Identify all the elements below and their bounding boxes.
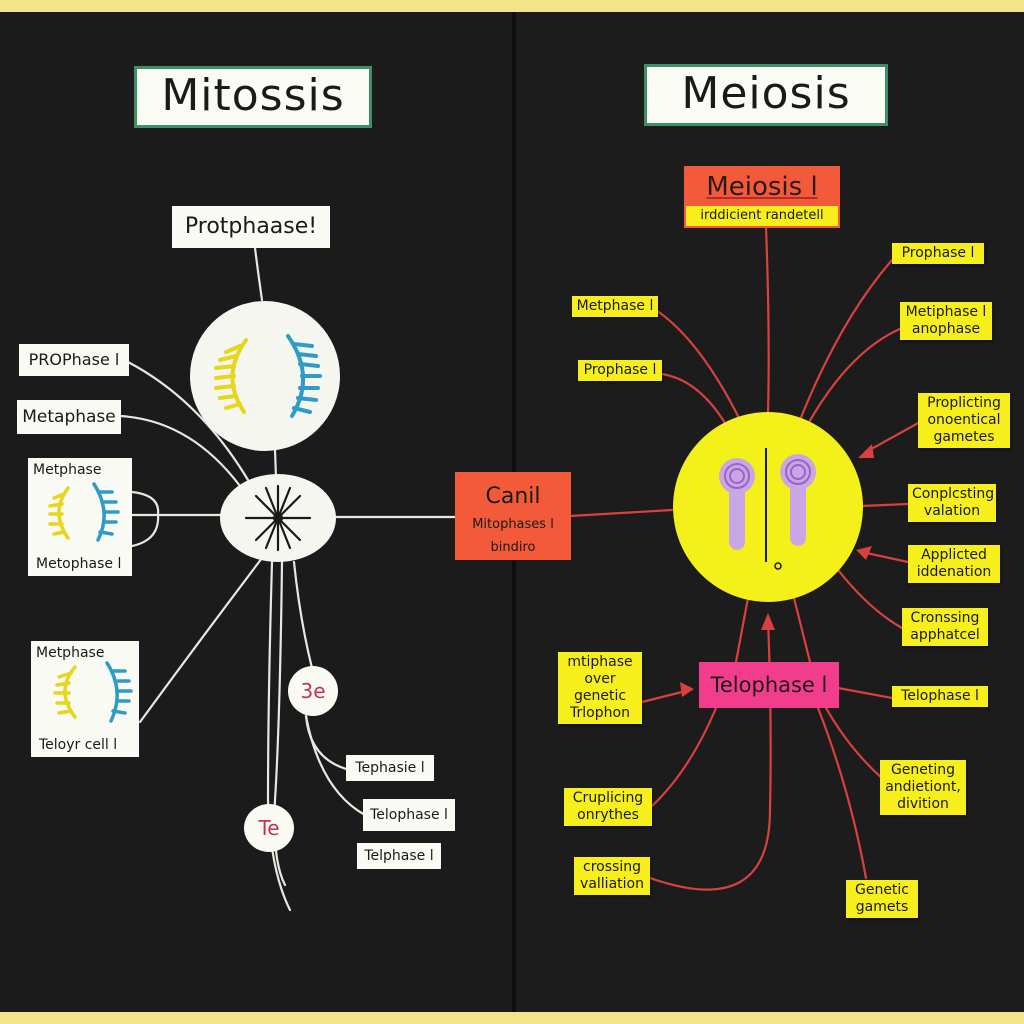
- mitosis-telophase-label: Telophase l: [363, 799, 455, 831]
- mitosis-card-telophase: Metphase Teloyr cell l: [31, 641, 139, 757]
- left-chromatid-icon: [719, 458, 755, 550]
- connector-metaphase-label: [118, 414, 242, 488]
- mitosis-prophase-label: PROPhase l: [19, 344, 129, 376]
- connector-cell-to-aster: [273, 448, 278, 480]
- blue-chromosome-icon: [286, 334, 322, 418]
- connector-prophase-r1: [798, 258, 894, 422]
- center-line-1: Mitophases l: [472, 517, 554, 532]
- mitosis-tephasie-label: Tephasie l: [346, 755, 434, 781]
- connector-bottom-long2: [273, 560, 287, 887]
- connector-top: [253, 246, 264, 302]
- note-prophase-l: Prophase l: [578, 360, 662, 381]
- card-top-caption: Metphase: [36, 645, 105, 661]
- connector-3e: [292, 560, 314, 670]
- yellow-chromosome-icon: [214, 338, 248, 414]
- meiosis-title: Meiosis: [644, 64, 888, 126]
- connector-proplicting: [864, 420, 922, 454]
- connector-prophase-l: [660, 372, 730, 430]
- card-bottom-caption: Metophase l: [36, 556, 122, 572]
- arrowhead-crossing-up: [761, 613, 775, 630]
- circle-tag-te: Te: [244, 804, 294, 852]
- connector-card1-loop: [130, 490, 160, 548]
- arrowhead-mtiphase: [680, 682, 694, 697]
- mitosis-title: Mitossis: [134, 66, 372, 128]
- meiosis-header-subtitle: irddicient randetell: [686, 206, 838, 226]
- aster-icon: [220, 474, 336, 562]
- mitosis-card-metaphase: Metphase Metophase l: [28, 458, 132, 576]
- meiosis-telophase-card: Telophase l: [699, 662, 839, 708]
- connector-genetic-gamets: [816, 706, 868, 880]
- card-bottom-caption: Teloyr cell l: [39, 737, 118, 753]
- connector-metaphase-anophase: [806, 326, 904, 426]
- circle-tag-3e: 3e: [288, 666, 338, 716]
- connector-applicted: [860, 550, 910, 564]
- center-line-2: bindiro: [491, 540, 536, 555]
- mitosis-telphase-label: Telphase l: [357, 843, 441, 869]
- note-metphase-l: Metphase l: [572, 296, 658, 317]
- arrowhead-applicted: [856, 546, 872, 560]
- connector-crossing: [648, 618, 772, 891]
- connector-geneting: [824, 706, 886, 782]
- centromere-dot: [774, 562, 782, 570]
- connector-cell-to-telophase-b: [792, 596, 812, 664]
- mitosis-metaphase-label: Metaphase: [17, 400, 121, 434]
- connector-metphase-l: [654, 308, 742, 422]
- card-chromosome-icon: [48, 482, 120, 542]
- note-prophase-r1: Prophase l: [892, 243, 984, 264]
- meiosis-cell: [673, 412, 863, 602]
- note-telophase-r: Telophase l: [892, 686, 988, 707]
- connector-telophase-r: [836, 686, 894, 700]
- meiosis-header-card: Meiosis l irddicient randetell: [684, 166, 840, 228]
- card-top-caption: Metphase: [33, 462, 102, 478]
- meiosis-header-title: Meiosis l: [706, 172, 818, 202]
- card-chromosome-icon: [53, 661, 133, 723]
- connector-telophase: [304, 714, 367, 817]
- connector-cruplicing: [650, 706, 718, 808]
- right-chromatid-icon: [780, 454, 816, 546]
- center-card: Canil Mitophases l bindiro: [455, 472, 571, 560]
- mitosis-top-label: Protphaase!: [172, 206, 330, 248]
- mitosis-cell: [190, 301, 340, 451]
- connector-cell-to-telophase-a: [734, 596, 750, 664]
- center-title: Canil: [485, 484, 540, 509]
- connector-bottom-long: [266, 560, 292, 912]
- arrowhead-proplicting: [858, 444, 874, 458]
- connector-meiosis-header: [764, 226, 770, 417]
- connector-conplcsting: [860, 502, 910, 508]
- connector-card2: [138, 556, 264, 724]
- connector-prophase-label: [126, 360, 250, 482]
- connector-cronssing: [836, 568, 904, 630]
- connector-center-to-cell: [568, 508, 674, 518]
